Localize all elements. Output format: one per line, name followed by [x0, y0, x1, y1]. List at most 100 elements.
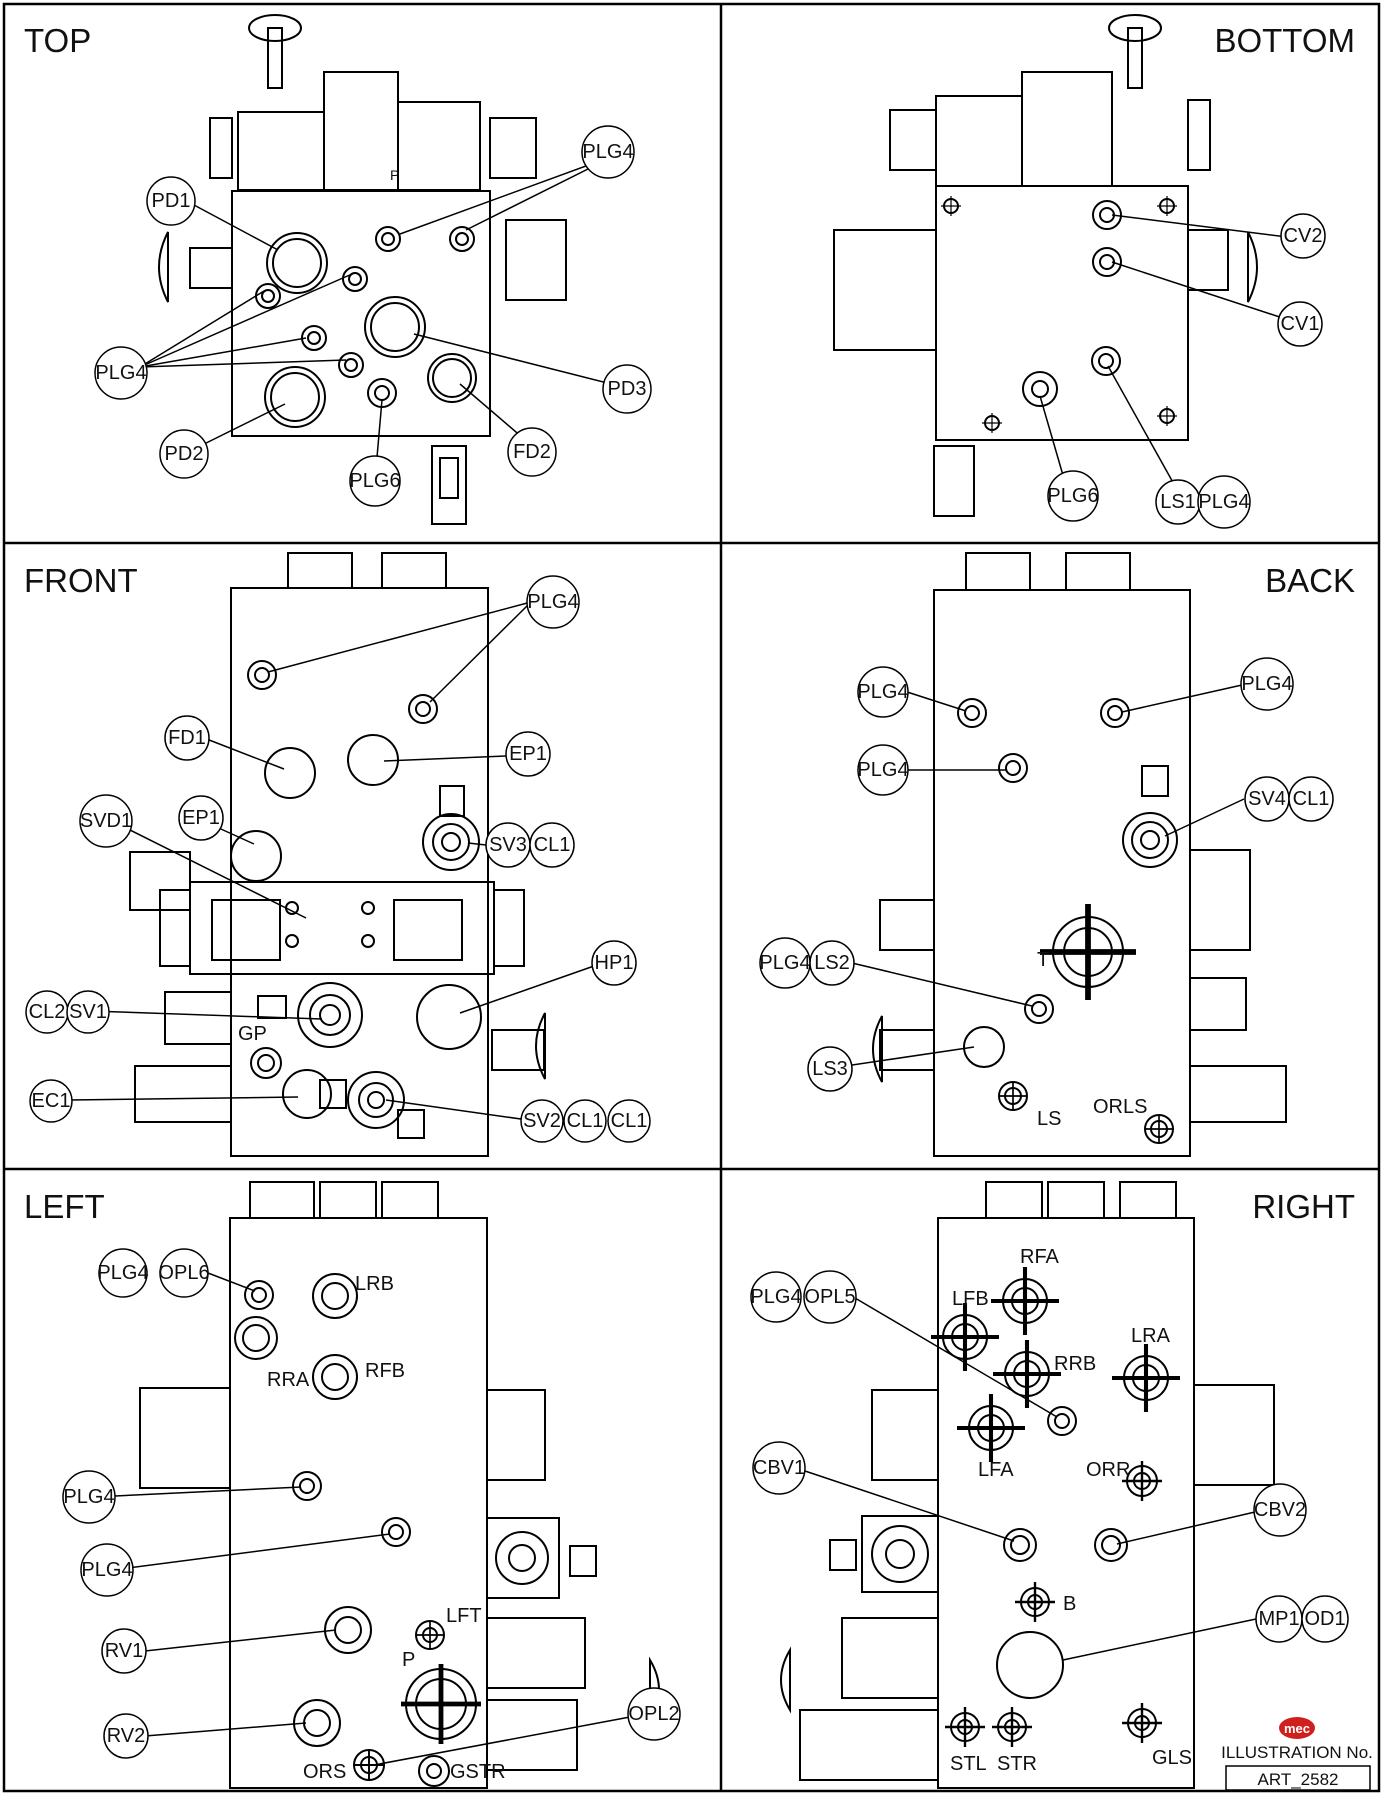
- svg-text:PD1: PD1: [152, 190, 191, 212]
- port-label: LFT: [446, 1605, 482, 1627]
- manifold-body: [872, 552, 1287, 1157]
- callout-PLG6: PLG6: [1047, 470, 1099, 522]
- callout-PLG4-LS2: PLG4 LS2: [759, 937, 855, 989]
- svg-text:PLG4: PLG4: [759, 952, 810, 974]
- left-view: LEFT: [24, 1181, 681, 1789]
- leader-lines: [139, 154, 628, 481]
- callout-PLG4-OPL6: PLG4 OPL6: [97, 1248, 210, 1298]
- svg-text:PLG4: PLG4: [582, 141, 633, 163]
- svg-text:SV1: SV1: [69, 1001, 107, 1023]
- port-label: RFA: [1020, 1246, 1060, 1268]
- svg-text:PLG4: PLG4: [95, 362, 146, 384]
- callout-EP1-left: EP1: [178, 795, 224, 841]
- callout-PLG4: PLG4: [581, 125, 635, 179]
- port-label: STL: [950, 1753, 987, 1775]
- svg-text:LS3: LS3: [812, 1058, 848, 1080]
- svg-text:PLG6: PLG6: [1047, 485, 1098, 507]
- ports: [230, 660, 482, 1139]
- port-label: B: [1063, 1593, 1076, 1615]
- svg-text:PD3: PD3: [608, 378, 647, 400]
- svg-text:CL1: CL1: [1293, 788, 1330, 810]
- svg-text:FD1: FD1: [168, 727, 206, 749]
- svg-text:HP1: HP1: [595, 952, 634, 974]
- svg-text:MP1: MP1: [1258, 1608, 1299, 1630]
- callout-PLG4-middle: PLG4: [857, 744, 909, 796]
- bottom-view: BOTTOM: [833, 14, 1355, 529]
- port-label: ORR: [1086, 1459, 1130, 1481]
- svg-text:LS2: LS2: [814, 952, 850, 974]
- svg-text:OPL5: OPL5: [804, 1286, 855, 1308]
- port-label: ORLS: [1093, 1096, 1147, 1118]
- svg-text:PLG4: PLG4: [97, 1262, 148, 1284]
- manifold-body: [833, 14, 1258, 517]
- port-label: P: [390, 167, 399, 183]
- svg-text:FD2: FD2: [513, 441, 551, 463]
- view-title: BACK: [1265, 562, 1355, 599]
- logo-text: mec: [1284, 1721, 1310, 1736]
- view-title: BOTTOM: [1214, 22, 1355, 59]
- callout-RV2: RV2: [103, 1713, 149, 1759]
- view-title: FRONT: [24, 562, 138, 599]
- callout-PLG4-group: PLG4: [94, 346, 148, 400]
- leader-lines: [69, 601, 595, 1122]
- ports: [943, 198, 1175, 431]
- svg-text:RV1: RV1: [105, 1640, 144, 1662]
- leader-lines: [795, 1297, 1257, 1661]
- illustration-label: ILLUSTRATION No.: [1221, 1743, 1373, 1762]
- port-label: RFB: [365, 1360, 405, 1382]
- callout-PLG4: PLG4: [526, 575, 580, 629]
- leader-lines: [114, 1272, 631, 1766]
- callout-PLG4-OPL5: PLG4 OPL5: [750, 1270, 857, 1324]
- svg-text:PLG4: PLG4: [857, 759, 908, 781]
- callout-CBV1: CBV1: [752, 1441, 806, 1495]
- port-label: RRB: [1054, 1353, 1096, 1375]
- svg-text:PLG4: PLG4: [81, 1559, 132, 1581]
- manifold-body: [129, 552, 546, 1157]
- callout-CV2: CV2: [1280, 213, 1326, 259]
- svg-text:OD1: OD1: [1304, 1608, 1345, 1630]
- view-title: RIGHT: [1252, 1188, 1355, 1225]
- svg-text:LS1: LS1: [1160, 491, 1196, 513]
- callout-PLG6: PLG6: [349, 455, 401, 507]
- svg-text:PLG4: PLG4: [750, 1286, 801, 1308]
- cross-marks: [941, 196, 1177, 433]
- svg-text:PLG6: PLG6: [349, 470, 400, 492]
- callout-PLG4-upper: PLG4: [62, 1470, 116, 1524]
- port-label: P: [402, 1649, 415, 1671]
- callout-PLG4-upper-left: PLG4: [857, 666, 909, 718]
- callout-PLG4-lower: PLG4: [80, 1543, 134, 1597]
- port-label: STR: [997, 1753, 1037, 1775]
- callout-HP1: HP1: [591, 940, 637, 986]
- svg-text:OPL2: OPL2: [628, 1703, 679, 1725]
- svg-text:CL1: CL1: [534, 834, 571, 856]
- callout-FD2: FD2: [507, 427, 557, 477]
- svg-text:EC1: EC1: [32, 1090, 71, 1112]
- callout-RV1: RV1: [101, 1628, 147, 1674]
- view-title: TOP: [24, 22, 91, 59]
- svg-text:CL1: CL1: [611, 1110, 648, 1132]
- manifold-body: P: [158, 14, 567, 525]
- svg-text:CBV2: CBV2: [1254, 1499, 1306, 1521]
- leader-lines: [831, 684, 1245, 1069]
- svg-text:CL2: CL2: [29, 1001, 66, 1023]
- callout-PD3: PD3: [602, 364, 652, 414]
- callout-FD1: FD1: [164, 715, 210, 761]
- right-view: RIGHT: [750, 1181, 1355, 1789]
- svg-text:PLG4: PLG4: [857, 681, 908, 703]
- port-label: GLS: [1152, 1747, 1192, 1769]
- manifold-body: [780, 1181, 1275, 1789]
- callout-LS3: LS3: [807, 1046, 853, 1092]
- port-label: ORS: [303, 1761, 346, 1783]
- svg-text:SV3: SV3: [489, 834, 527, 856]
- callout-EP1-right: EP1: [505, 731, 551, 777]
- callout-EC1: EC1: [29, 1079, 73, 1123]
- callout-PLG4-upper-right: PLG4: [1240, 657, 1294, 711]
- ports: [255, 226, 477, 428]
- svg-text:CL1: CL1: [567, 1110, 604, 1132]
- svg-text:PD2: PD2: [165, 443, 204, 465]
- mec-logo: [1279, 1717, 1315, 1739]
- callout-SVD1: SVD1: [79, 794, 133, 848]
- ports: [942, 1278, 1169, 1742]
